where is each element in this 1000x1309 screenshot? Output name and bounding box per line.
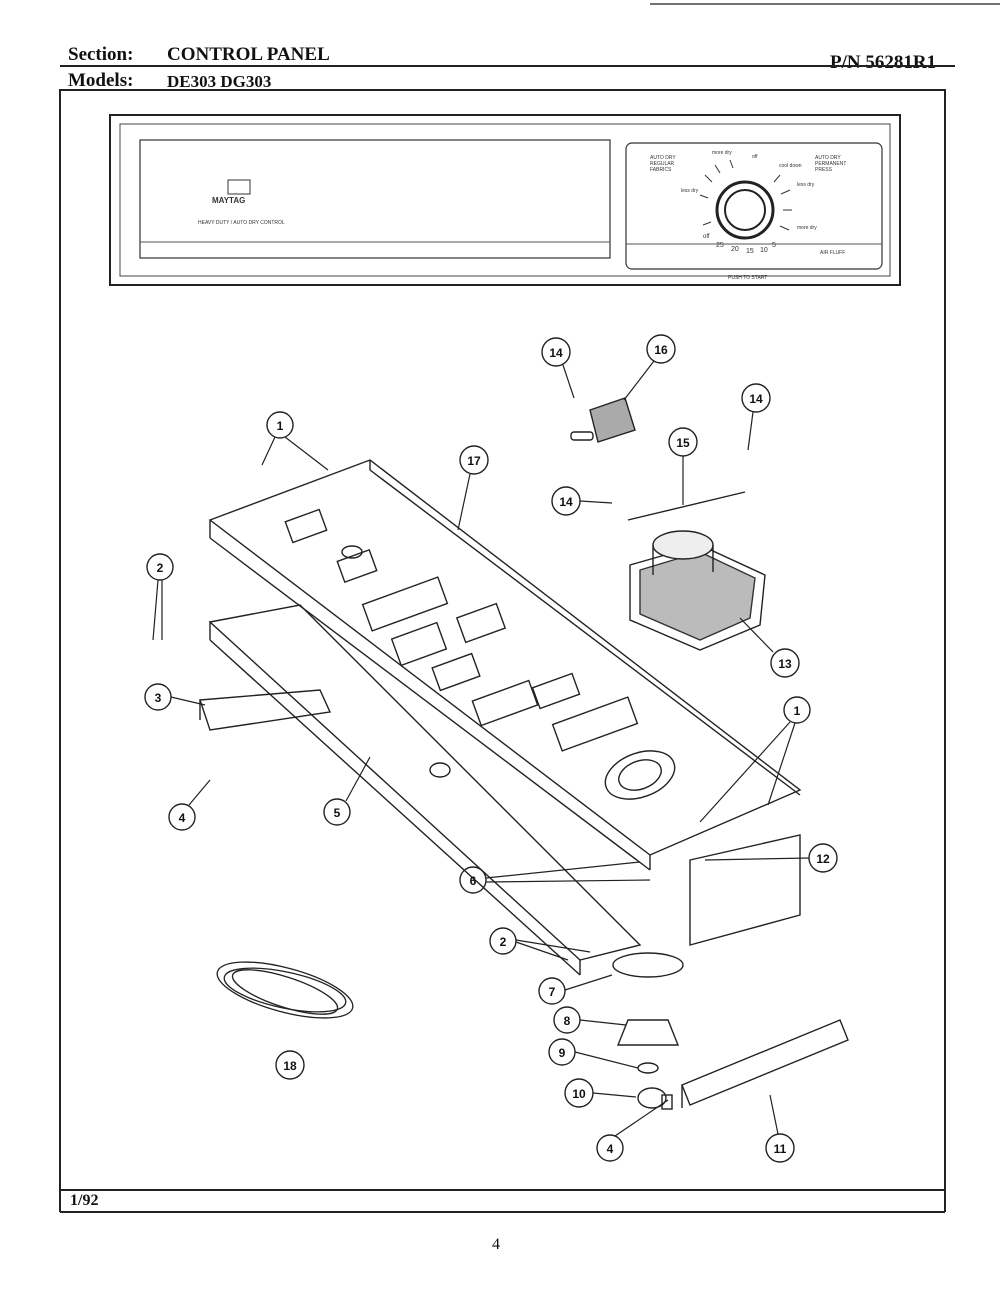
callout-4a: 4 bbox=[168, 803, 196, 831]
callout-15: 15 bbox=[668, 427, 698, 457]
callout-9: 9 bbox=[548, 1038, 576, 1066]
callout-8: 8 bbox=[553, 1006, 581, 1034]
dial-mark-6: more dry bbox=[797, 225, 817, 231]
callout-12: 12 bbox=[808, 843, 838, 873]
callout-1b: 1 bbox=[783, 696, 811, 724]
svg-text:13: 13 bbox=[778, 657, 792, 671]
svg-text:9: 9 bbox=[559, 1046, 566, 1060]
svg-text:2: 2 bbox=[157, 561, 164, 575]
svg-text:7: 7 bbox=[549, 985, 556, 999]
push-to-start-label: PUSH TO START bbox=[728, 275, 768, 281]
svg-text:1: 1 bbox=[277, 419, 284, 433]
callout-14a: 14 bbox=[541, 337, 571, 367]
dial-number-15: 15 bbox=[746, 248, 754, 255]
callout-13: 13 bbox=[770, 648, 800, 678]
callout-2a: 2 bbox=[146, 553, 174, 581]
callout-5: 5 bbox=[323, 798, 351, 826]
section-value: CONTROL PANEL bbox=[167, 44, 330, 65]
svg-text:14: 14 bbox=[549, 346, 563, 360]
dial-number-off: off bbox=[703, 234, 710, 240]
svg-text:4: 4 bbox=[607, 1142, 614, 1156]
svg-text:16: 16 bbox=[654, 343, 668, 357]
svg-text:1: 1 bbox=[794, 704, 801, 718]
svg-text:8: 8 bbox=[564, 1014, 571, 1028]
callout-14c: 14 bbox=[551, 486, 581, 516]
callout-18: 18 bbox=[275, 1050, 305, 1080]
models-value: DE303 DG303 bbox=[167, 72, 272, 91]
dial-number-25: 25 bbox=[716, 242, 724, 249]
section-label: Section: bbox=[68, 44, 134, 65]
dial-mark-4: less dry bbox=[797, 182, 815, 188]
callout-2b: 2 bbox=[489, 927, 517, 955]
diagram-frame bbox=[59, 89, 946, 1191]
models-label: Models: bbox=[68, 70, 134, 91]
dial-mark-2: off bbox=[752, 154, 758, 160]
svg-text:15: 15 bbox=[676, 436, 690, 450]
timer-part bbox=[629, 530, 766, 651]
wire-harness bbox=[216, 961, 354, 1019]
part-number: P/N 56281R1 bbox=[830, 52, 937, 73]
callout-17: 17 bbox=[459, 445, 489, 475]
footer-date: 1/92 bbox=[70, 1192, 99, 1209]
svg-text:17: 17 bbox=[467, 454, 481, 468]
dial-right-title: AUTO DRY PERMANENT PRESS bbox=[815, 155, 847, 173]
knob-parts bbox=[612, 952, 684, 1110]
callouts: 1 1 2 2 3 4 4 5 6 7 8 9 10 11 12 13 14 1… bbox=[144, 334, 838, 1163]
callout-11: 11 bbox=[765, 1133, 795, 1163]
dial-mark-5: less dry bbox=[681, 188, 699, 194]
svg-text:3: 3 bbox=[155, 691, 162, 705]
dial-mark-3: cool down bbox=[779, 163, 802, 169]
panel-subtitle: HEAVY DUTY / AUTO DRY CONTROL bbox=[198, 220, 285, 226]
dial-mark-1: more dry bbox=[712, 150, 732, 156]
dial-number-5: 5 bbox=[772, 242, 776, 249]
svg-text:11: 11 bbox=[774, 1142, 787, 1156]
callout-10: 10 bbox=[564, 1078, 594, 1108]
svg-text:4: 4 bbox=[179, 811, 186, 825]
left-bracket bbox=[199, 689, 332, 731]
panel-tray bbox=[208, 459, 802, 871]
lower-plate bbox=[208, 604, 801, 976]
leader-lines bbox=[152, 360, 810, 1137]
callout-3: 3 bbox=[144, 683, 172, 711]
dial-left-title: AUTO DRY REGULAR FABRICS bbox=[650, 155, 676, 173]
air-fluff-label: AIR FLUFF bbox=[820, 250, 846, 256]
svg-text:2: 2 bbox=[500, 935, 507, 949]
callout-6: 6 bbox=[459, 866, 487, 894]
wire-part bbox=[627, 491, 746, 521]
svg-text:6: 6 bbox=[470, 874, 477, 888]
dial-number-10: 10 bbox=[760, 247, 768, 254]
callout-14b: 14 bbox=[741, 383, 771, 413]
svg-text:12: 12 bbox=[816, 852, 830, 866]
right-bracket bbox=[681, 1019, 849, 1108]
svg-text:18: 18 bbox=[283, 1059, 297, 1073]
dial-number-20: 20 bbox=[731, 246, 739, 253]
callout-16: 16 bbox=[646, 334, 676, 364]
page-number: 4 bbox=[492, 1236, 500, 1253]
control-panel-illustration bbox=[109, 114, 901, 286]
svg-text:14: 14 bbox=[749, 392, 763, 406]
brand-logo-text: MAYTAG bbox=[212, 196, 246, 205]
switch-part bbox=[570, 397, 636, 443]
svg-text:14: 14 bbox=[559, 495, 573, 509]
callout-7: 7 bbox=[538, 977, 566, 1005]
svg-text:5: 5 bbox=[334, 806, 341, 820]
callout-1a: 1 bbox=[266, 411, 294, 439]
svg-text:10: 10 bbox=[572, 1087, 586, 1101]
callout-4b: 4 bbox=[596, 1134, 624, 1162]
